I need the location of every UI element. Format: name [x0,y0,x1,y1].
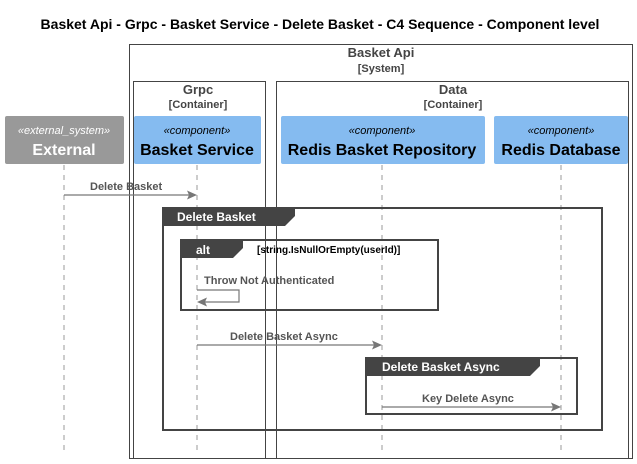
message-delete-basket-arrowhead [187,190,197,200]
grpc-boundary-name: Grpc [183,82,213,97]
participant-redis-database-box [494,116,628,164]
frame-delete-basket-box [162,207,603,431]
message-delete-basket-async: Delete Basket Async [197,331,382,350]
participant-redis-basket-repository-stereotype: «component» [349,125,416,137]
participant-redis-database-stereotype: «component» [528,125,595,137]
participant-basket-service-name: Basket Service [140,142,254,159]
participant-basket-service-box [134,116,261,164]
participant-redis-database[interactable]: «component» Redis Database [494,116,628,164]
fragment-alt: alt [string.IsNullOrEmpty(userId)] [180,239,439,311]
diagram-title: Basket Api - Grpc - Basket Service - Del… [41,16,600,32]
frame-delete-basket-async: Delete Basket Async [365,357,578,415]
message-throw-not-authenticated-label: Throw Not Authenticated [204,275,334,287]
grpc-boundary-box [133,81,266,459]
participant-basket-service[interactable]: «component» Basket Service [134,116,261,164]
message-delete-basket-async-label: Delete Basket Async [230,331,338,343]
participant-external-stereotype: «external_system» [18,125,110,137]
participant-redis-basket-repository-box [281,116,485,164]
participant-external-name: External [32,142,95,159]
frame-delete-basket: Delete Basket [162,207,603,431]
message-delete-basket-label: Delete Basket [90,181,162,193]
grpc-boundary-type: [Container] [169,99,228,111]
participant-redis-basket-repository[interactable]: «component» Redis Basket Repository [281,116,485,164]
message-throw-not-authenticated: Throw Not Authenticated [197,275,334,307]
fragment-alt-label: alt [196,243,210,257]
message-delete-basket-async-arrowhead [372,340,382,350]
message-throw-not-authenticated-arrow [197,289,240,303]
participant-redis-basket-repository-name: Redis Basket Repository [288,142,477,159]
grpc-container-boundary: Grpc [Container] [133,81,266,459]
frame-delete-basket-async-label: Delete Basket Async [382,360,500,374]
message-key-delete-async-label: Key Delete Async [422,393,514,405]
data-container-boundary: Data [Container] [276,81,629,459]
fragment-alt-guard: [string.IsNullOrEmpty(userId)] [257,245,400,256]
frame-delete-basket-tab [163,208,295,226]
frame-delete-basket-async-tab [366,358,540,376]
participant-basket-service-stereotype: «component» [164,125,231,137]
participant-external-box [5,116,124,164]
data-boundary-type: [Container] [424,99,483,111]
data-boundary-box [276,81,629,459]
data-boundary-name: Data [439,82,468,97]
frame-delete-basket-label: Delete Basket [177,210,256,224]
participant-external[interactable]: «external_system» External [5,116,124,164]
fragment-alt-tab [181,240,243,258]
system-boundary-type: [System] [358,63,405,75]
message-throw-not-authenticated-arrowhead [197,297,207,307]
message-delete-basket: Delete Basket [64,181,197,200]
participant-redis-database-name: Redis Database [501,142,620,159]
message-key-delete-async-arrowhead [551,402,561,412]
system-boundary-name: Basket Api [348,45,415,60]
message-key-delete-async: Key Delete Async [382,393,561,412]
fragment-alt-box [180,239,439,311]
